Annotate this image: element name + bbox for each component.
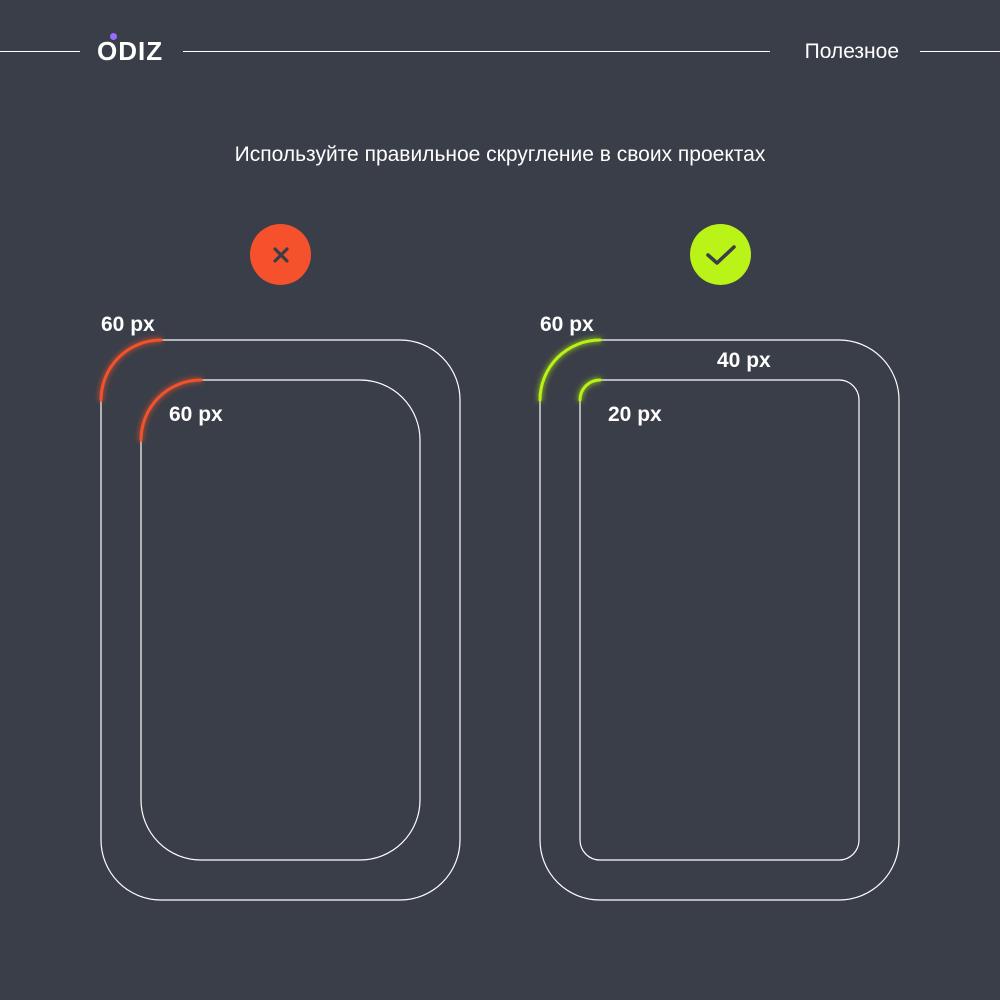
close-icon (272, 246, 289, 263)
right-outer-frame (539, 339, 900, 901)
header-line-left (0, 51, 80, 52)
wrong-inner-frame (140, 379, 421, 861)
wrong-badge (250, 224, 311, 285)
wrong-outer-frame (100, 339, 461, 901)
right-badge (690, 224, 751, 285)
brand-logo: ODIZ (97, 36, 164, 66)
wrong-outer-radius-label: 60 px (101, 313, 155, 336)
right-gap-label: 40 px (717, 349, 771, 372)
section-label: Полезное (804, 40, 899, 63)
wrong-outer-radius-arc (99, 338, 163, 402)
right-inner-radius-arc (578, 378, 602, 402)
wrong-inner-radius-arc (139, 378, 203, 442)
wrong-inner-radius-label: 60 px (169, 403, 223, 426)
right-inner-frame (579, 379, 860, 861)
right-outer-radius-arc (538, 338, 602, 402)
header-line-right (920, 51, 1000, 52)
logo-dot (110, 33, 117, 40)
right-outer-radius-label: 60 px (540, 313, 594, 336)
page-headline: Используйте правильное скругление в свои… (234, 143, 766, 166)
right-inner-radius-label: 20 px (608, 403, 662, 426)
header-line-middle (183, 51, 770, 52)
check-icon (705, 244, 736, 265)
